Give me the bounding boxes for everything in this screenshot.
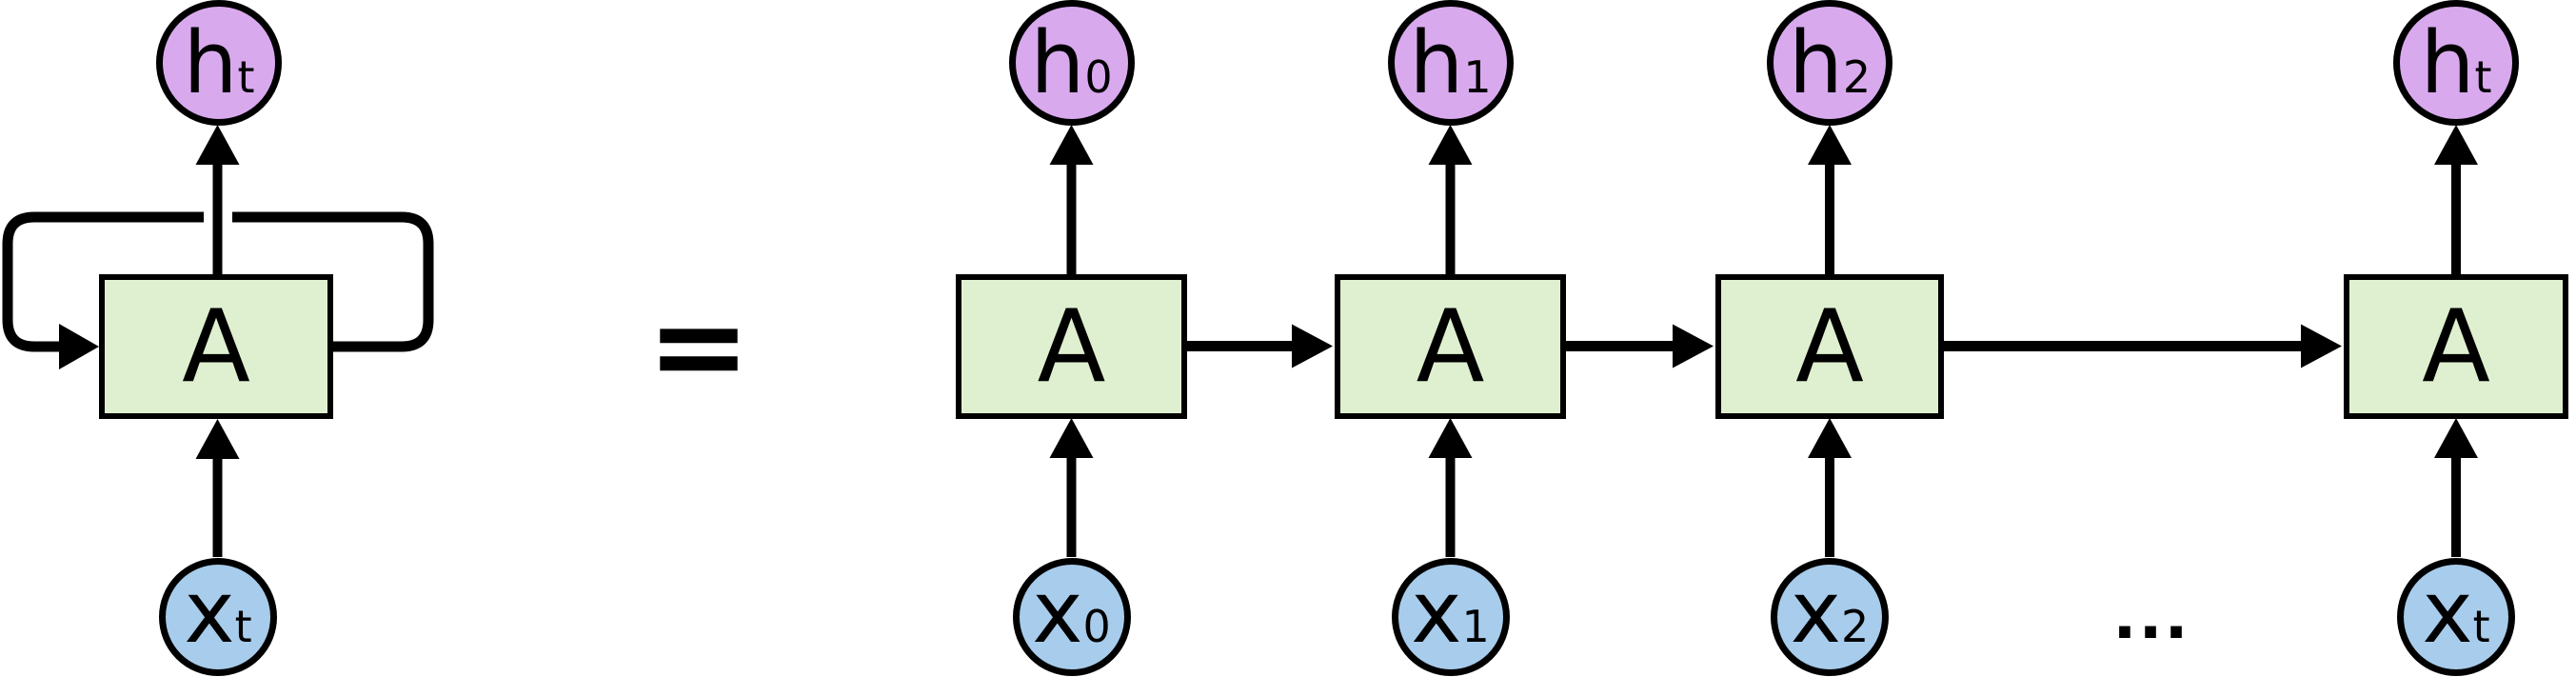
input-node-1-subscript: 1 [1461, 600, 1490, 652]
hidden-state-node-2: h2 [1767, 0, 1892, 126]
ellipsis-label: ... [2112, 580, 2190, 653]
folded-rnn-cell-label: A [182, 288, 250, 405]
rnn-cell-2: A [1715, 274, 1944, 419]
hidden-state-node-3-subscript: t [2474, 50, 2492, 103]
folded-output-arrow-head [195, 125, 240, 165]
input-node-2-subscript: 2 [1840, 600, 1870, 652]
folded-hidden-state-subscript: t [237, 50, 255, 103]
output-arrow-1-head [1428, 125, 1473, 165]
hidden-state-node-2-label: h2 [1788, 12, 1872, 113]
recurrence-loop-arrow-head [59, 324, 99, 369]
recurrence-loop-right-segment [232, 211, 434, 352]
output-arrow-0-head [1049, 125, 1094, 165]
folded-rnn-cell: A [99, 274, 333, 419]
hidden-state-node-0-label: h0 [1030, 12, 1113, 113]
hidden-transfer-arrow-2-t-head [2301, 324, 2342, 368]
output-arrow-3-head [2434, 125, 2478, 165]
input-node-3-label: xt [2422, 562, 2490, 663]
folded-hidden-state-label: ht [183, 12, 255, 113]
hidden-transfer-arrow-1-2-head [1673, 324, 1714, 368]
input-node-0: x0 [1012, 558, 1131, 676]
input-arrow-3-head [2434, 418, 2478, 458]
folded-hidden-state-node: ht [156, 0, 282, 126]
hidden-state-node-3: ht [2393, 0, 2519, 126]
input-node-3: xt [2397, 558, 2515, 676]
input-node-1-label: x1 [1411, 562, 1490, 663]
hidden-state-node-1: h1 [1387, 0, 1514, 126]
hidden-state-node-0: h0 [1008, 0, 1135, 126]
recurrence-loop-left-segment [2, 211, 204, 352]
input-node-0-subscript: 0 [1082, 600, 1111, 652]
rnn-cell-3: A [2344, 274, 2568, 419]
rnn-cell-0-label: A [1037, 288, 1106, 405]
hidden-state-node-1-label: h1 [1409, 12, 1492, 113]
hidden-state-node-1-subscript: 1 [1463, 50, 1492, 103]
folded-input-arrow-head [195, 419, 240, 459]
input-node-3-subscript: t [2472, 600, 2490, 652]
hidden-transfer-arrow-0-1-head [1292, 324, 1333, 368]
equals-sign: = [646, 273, 751, 418]
input-node-2-label: x2 [1790, 562, 1870, 663]
input-node-2: x2 [1771, 558, 1889, 676]
folded-input-label: xt [184, 562, 252, 663]
hidden-state-node-0-subscript: 0 [1084, 50, 1113, 103]
folded-input-subscript: t [234, 600, 252, 652]
output-arrow-2-head [1808, 125, 1852, 165]
hidden-state-node-2-subscript: 2 [1842, 50, 1872, 103]
input-arrow-0-head [1049, 418, 1094, 458]
hidden-state-node-3-label: ht [2420, 12, 2492, 113]
input-node-1: x1 [1391, 558, 1510, 676]
folded-input-node: xt [159, 558, 277, 676]
rnn-cell-0: A [956, 274, 1187, 419]
input-arrow-1-head [1428, 418, 1473, 458]
rnn-cell-2-label: A [1795, 288, 1864, 405]
rnn-cell-1-label: A [1416, 288, 1485, 405]
input-arrow-2-head [1808, 418, 1852, 458]
rnn-cell-1: A [1335, 274, 1566, 419]
rnn-cell-3-label: A [2422, 288, 2490, 405]
input-node-0-label: x0 [1032, 562, 1111, 663]
